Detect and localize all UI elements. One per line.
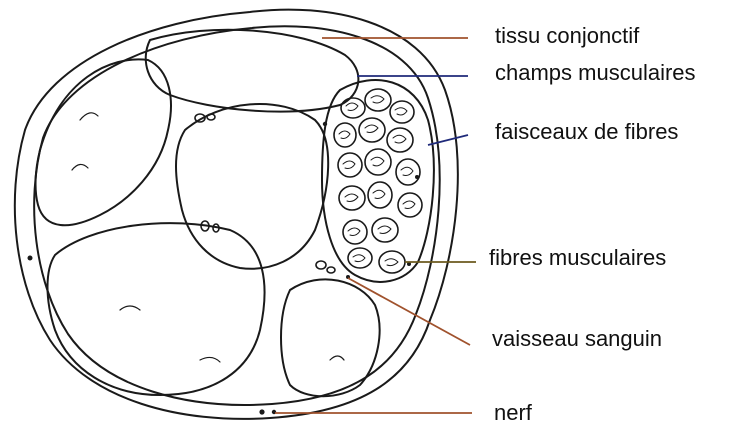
leader-vaisseau-sanguin xyxy=(348,278,470,345)
label-vaisseau-sanguin: vaisseau sanguin xyxy=(492,326,662,352)
label-faisceaux-de-fibres: faisceaux de fibres xyxy=(495,119,678,145)
fascicle-lower-left xyxy=(48,223,265,395)
label-fibres-musculaires: fibres musculaires xyxy=(489,245,666,271)
fascicle-center xyxy=(176,104,328,269)
fascicle-lower-middle xyxy=(281,279,380,396)
outer-sheath-inner xyxy=(34,26,440,405)
label-tissu-conjonctif: tissu conjonctif xyxy=(495,23,639,49)
label-champs-musculaires: champs musculaires xyxy=(495,60,696,86)
leader-faisceaux-de-fibres xyxy=(428,135,468,145)
label-nerf: nerf xyxy=(494,400,532,426)
outer-sheath-outer xyxy=(15,10,458,419)
blood-vessels xyxy=(195,114,335,273)
muscle-fibres xyxy=(334,89,422,273)
connective-texture xyxy=(72,113,344,362)
